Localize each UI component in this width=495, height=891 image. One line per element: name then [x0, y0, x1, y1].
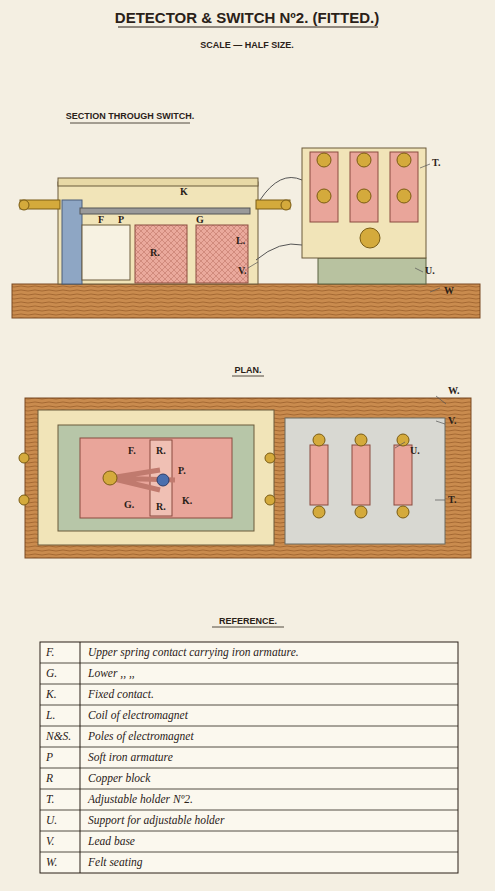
part-letter: W: [444, 286, 454, 296]
view-heading: SECTION THROUGH SWITCH.: [66, 112, 195, 121]
table-description: Adjustable holder Nº2.: [88, 794, 193, 806]
table-rule: [40, 768, 458, 769]
part-letter: V.: [448, 416, 456, 426]
table-description: Fixed contact.: [88, 689, 154, 701]
part-letter: R.: [156, 502, 166, 512]
table-description: Coil of electromagnet: [88, 710, 188, 722]
table-rule: [40, 663, 458, 664]
part-letter: R.: [150, 248, 160, 258]
part-letter: K: [180, 187, 188, 197]
part-letter: K.: [182, 496, 192, 506]
table-description: Lead base: [88, 836, 135, 848]
part-letter: F: [98, 215, 104, 225]
table-key: K.: [46, 689, 57, 701]
part-letter: U.: [425, 266, 435, 276]
table-rule: [40, 747, 458, 748]
table-key: V.: [46, 836, 54, 848]
table-key: G.: [46, 668, 57, 680]
table-description: Poles of electromagnet: [88, 731, 194, 743]
title: DETECTOR & SWITCH Nº2. (FITTED.): [115, 10, 379, 25]
table-rule: [40, 726, 458, 727]
part-letter: P: [118, 215, 124, 225]
table-key: P: [46, 752, 53, 764]
part-letter: G.: [124, 500, 134, 510]
part-letter: F.: [128, 446, 136, 456]
part-letter: U.: [410, 446, 420, 456]
table-key: L.: [46, 710, 55, 722]
part-letter: P.: [178, 466, 186, 476]
table-key: U.: [46, 815, 57, 827]
part-letter: T.: [448, 495, 456, 505]
part-letter: W.: [448, 386, 460, 396]
part-letter: V.: [238, 266, 246, 276]
table-description: Upper spring contact carrying iron armat…: [88, 647, 299, 659]
part-letter: L.: [236, 236, 245, 246]
table-key: W.: [46, 857, 57, 869]
table-description: Felt seating: [88, 857, 143, 869]
table-rule: [40, 684, 458, 685]
table-rule: [40, 831, 458, 832]
section-heading: REFERENCE.: [219, 617, 277, 626]
part-letter: G: [196, 215, 204, 225]
table-description: Soft iron armature: [88, 752, 173, 764]
view-heading: PLAN.: [235, 366, 262, 375]
scale-note: SCALE — HALF SIZE.: [200, 41, 294, 50]
table-key: T.: [46, 794, 54, 806]
table-key: F.: [46, 647, 54, 659]
table-description: Copper block: [88, 773, 150, 785]
table-rule: [40, 705, 458, 706]
part-letter: T.: [432, 158, 440, 168]
part-letter: R.: [156, 446, 166, 456]
table-key: R: [46, 773, 53, 785]
table-rule: [40, 789, 458, 790]
table-rule: [40, 810, 458, 811]
table-rule: [40, 852, 458, 853]
table-description: Support for adjustable holder: [88, 815, 224, 827]
table-description: Lower ,, ,,: [88, 668, 135, 680]
table-key: N&S.: [46, 731, 71, 743]
